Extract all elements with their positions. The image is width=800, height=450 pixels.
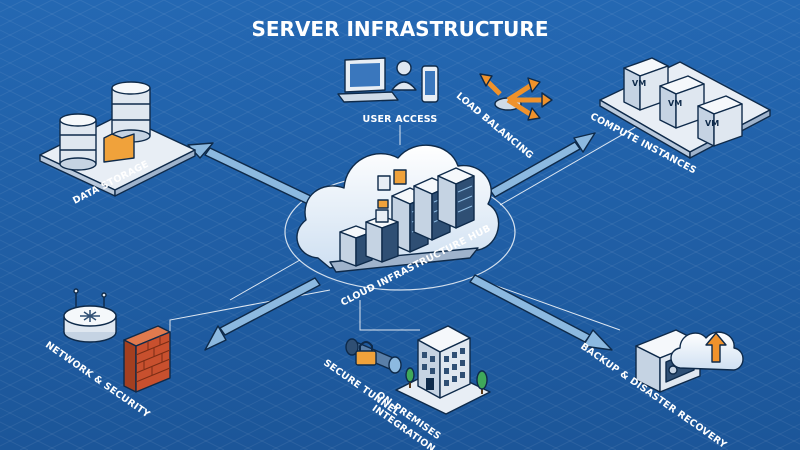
grid-line xyxy=(0,0,333,167)
arrow-compute xyxy=(489,132,596,198)
grid-line xyxy=(0,0,389,195)
grid-line xyxy=(639,0,800,81)
grid-line xyxy=(383,241,800,450)
user-access-node: USER ACCESS xyxy=(337,57,439,125)
grid-line xyxy=(0,0,445,223)
grid-line xyxy=(0,183,533,450)
router-icon xyxy=(63,288,117,343)
grid-line xyxy=(0,0,221,111)
grid-line xyxy=(635,367,800,450)
grid-line xyxy=(551,325,800,450)
grid-line xyxy=(359,0,800,221)
grid-line xyxy=(0,211,477,450)
grid-line xyxy=(0,225,449,450)
flow-arrows xyxy=(187,132,613,351)
vm-label: VM xyxy=(668,99,682,108)
grid-line xyxy=(0,239,421,450)
grid-line xyxy=(107,0,800,347)
grid-line xyxy=(0,0,193,97)
grid-line xyxy=(247,0,800,277)
grid-line xyxy=(471,0,800,165)
grid-line xyxy=(579,339,800,450)
document-icon xyxy=(375,169,407,223)
grid-line xyxy=(131,115,800,450)
grid-line xyxy=(0,0,165,83)
firewall-icon xyxy=(123,325,171,393)
grid-line xyxy=(103,101,800,450)
grid-line xyxy=(75,87,800,450)
phone-icon xyxy=(421,65,439,103)
load-balancer-icon xyxy=(479,73,553,121)
page-title: SERVER INFRASTRUCTURE xyxy=(251,17,548,41)
vm-server: VM xyxy=(697,95,743,147)
grid-line xyxy=(0,267,365,450)
grid-line xyxy=(0,0,725,363)
grid-line xyxy=(0,281,337,450)
grid-line xyxy=(0,351,197,450)
tree-icon xyxy=(405,367,415,388)
grid-line xyxy=(0,323,253,450)
grid-line xyxy=(0,85,729,450)
grid-line xyxy=(0,0,669,335)
user-icon xyxy=(391,60,417,91)
server-rack-icon xyxy=(437,167,475,229)
grid-line xyxy=(243,171,800,450)
lock-icon xyxy=(355,341,377,366)
grid-line xyxy=(0,0,613,307)
grid-line xyxy=(611,0,800,95)
vm-label: VM xyxy=(632,79,646,88)
arrow-backup xyxy=(469,274,613,351)
database-icon xyxy=(111,81,151,143)
grid-line xyxy=(79,0,800,361)
grid-line xyxy=(191,0,800,305)
user-access-label: USER ACCESS xyxy=(363,114,438,125)
grid-line xyxy=(0,0,305,153)
grid-line xyxy=(187,143,800,450)
grid-line xyxy=(411,255,800,450)
grid-line xyxy=(607,353,800,450)
database-icon xyxy=(59,113,97,171)
grid-line xyxy=(583,0,800,109)
cloud-upload-icon xyxy=(670,331,744,371)
grid-line xyxy=(443,0,800,179)
grid-line xyxy=(439,269,800,450)
grid-line xyxy=(0,113,673,450)
building-icon xyxy=(417,325,471,399)
grid-line xyxy=(467,283,800,450)
grid-line xyxy=(355,227,800,450)
grid-line xyxy=(0,99,701,450)
grid-line xyxy=(0,0,249,125)
grid-line xyxy=(0,0,473,237)
grid-line xyxy=(0,0,361,181)
grid-line xyxy=(0,0,277,139)
grid-line xyxy=(0,365,169,450)
grid-line xyxy=(159,129,800,450)
grid-line xyxy=(0,253,393,450)
grid-line xyxy=(555,0,800,123)
grid-line xyxy=(387,0,800,207)
grid-line xyxy=(163,0,800,319)
grid-line xyxy=(135,0,800,333)
folder-icon xyxy=(103,133,135,163)
grid-line xyxy=(51,0,800,375)
arrow-network xyxy=(204,277,321,351)
laptop-icon xyxy=(337,57,399,103)
grid-line xyxy=(0,0,417,209)
tree-icon xyxy=(476,370,488,394)
vm-label: VM xyxy=(705,119,719,128)
server-rack-icon xyxy=(365,215,399,263)
grid-line xyxy=(0,197,505,450)
grid-line xyxy=(0,127,645,450)
grid-line xyxy=(215,157,800,450)
grid-line xyxy=(415,0,800,193)
grid-line xyxy=(0,337,225,450)
grid-line xyxy=(0,0,697,349)
grid-line xyxy=(303,0,800,249)
